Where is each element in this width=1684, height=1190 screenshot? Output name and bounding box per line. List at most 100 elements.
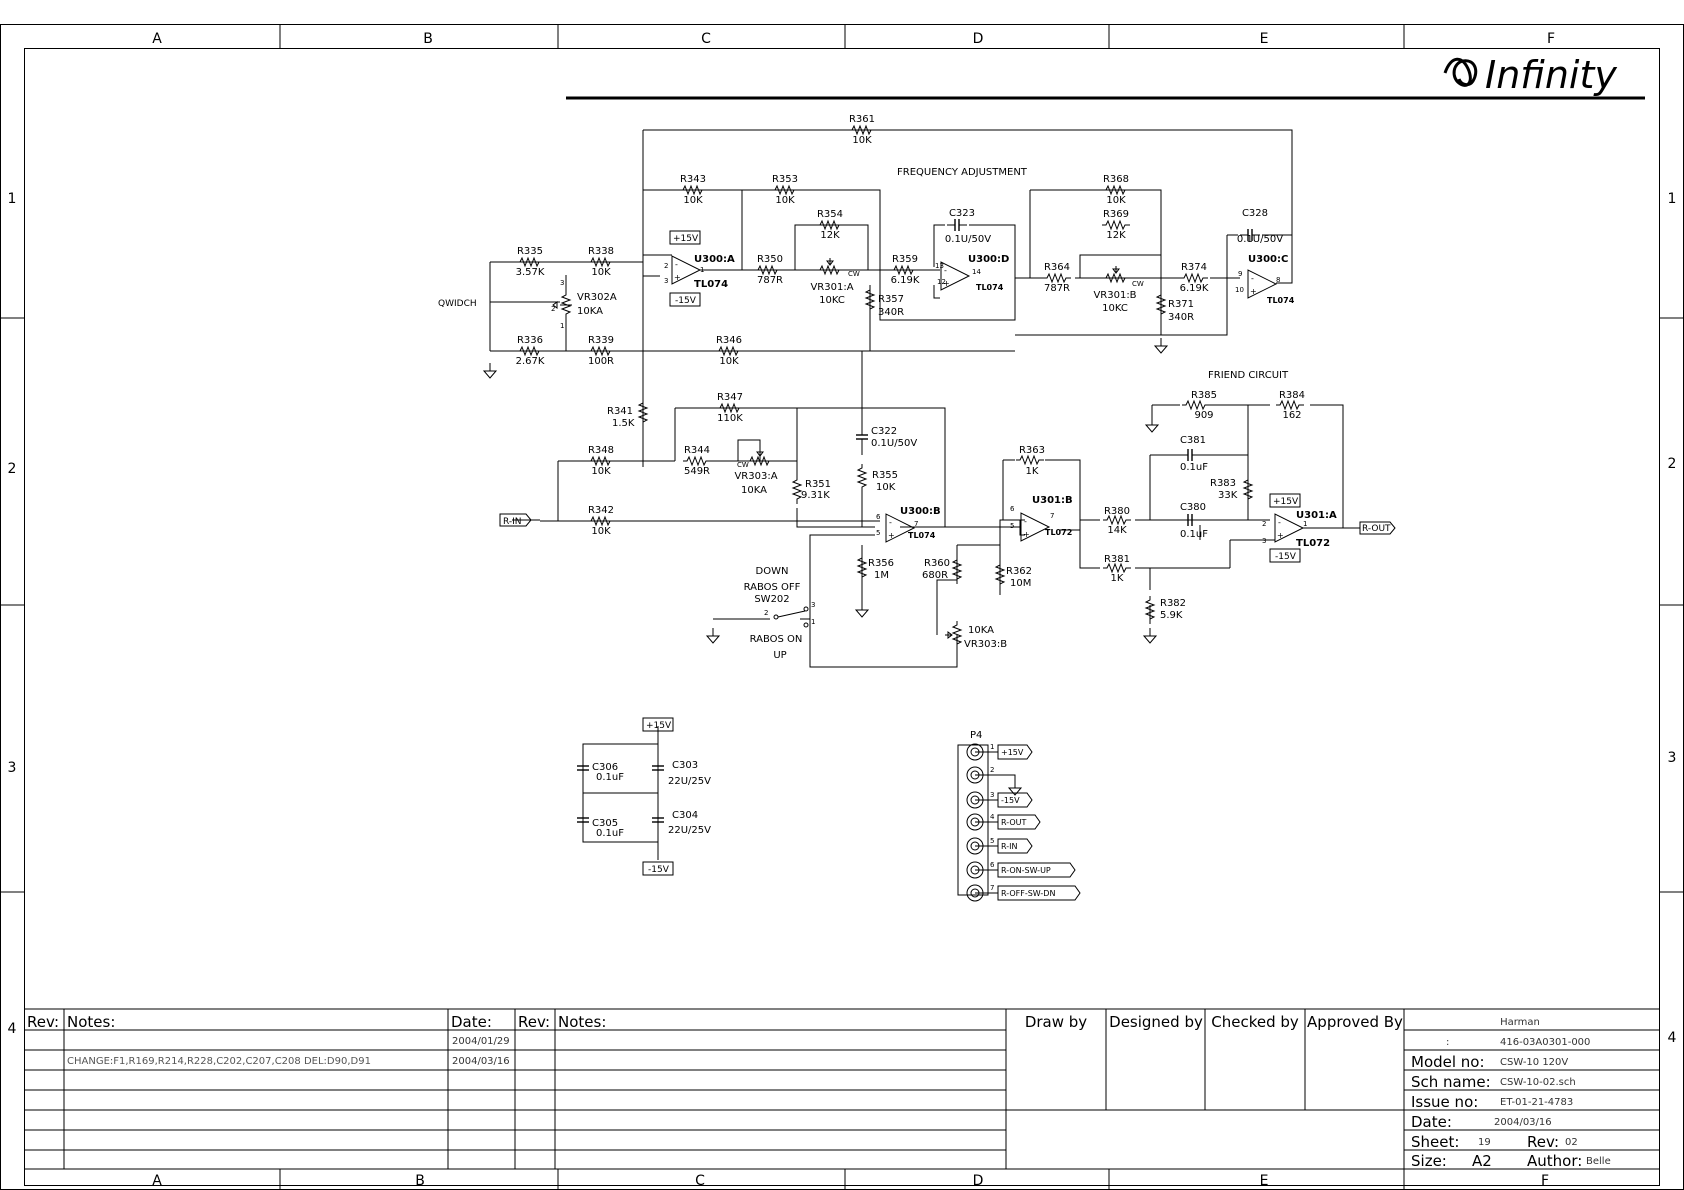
sign-header: Designed by xyxy=(1109,1013,1203,1031)
title-block-text: Rev: Notes: Date: Rev: Notes: Draw by De… xyxy=(27,1013,1611,1170)
svg-text:R380: R380 xyxy=(1104,506,1130,517)
svg-text:10KA: 10KA xyxy=(577,306,603,317)
resistor-r348 xyxy=(586,456,616,466)
sch-label: Sch name: xyxy=(1411,1073,1491,1091)
row-label: 4 xyxy=(8,1021,17,1037)
freq-adjust-title: FREQUENCY ADJUSTMENT xyxy=(897,167,1028,178)
svg-text:340R: 340R xyxy=(1168,312,1194,323)
resistor-r384 xyxy=(1275,400,1305,410)
svg-text:10K: 10K xyxy=(1106,195,1126,206)
potentiometer-vr301a xyxy=(815,265,845,275)
svg-text:10K: 10K xyxy=(683,195,703,206)
issue-label: Issue no: xyxy=(1411,1093,1478,1111)
resistor-r353 xyxy=(770,185,800,195)
resistor-r344 xyxy=(682,456,712,466)
svg-text:R348: R348 xyxy=(588,445,614,456)
svg-text:TL074: TL074 xyxy=(976,283,1004,292)
resistor-r364 xyxy=(1042,273,1072,283)
svg-text:1K: 1K xyxy=(1026,466,1039,477)
author-value: Belle xyxy=(1586,1156,1611,1167)
resistor-r338 xyxy=(586,257,616,267)
svg-text:R371: R371 xyxy=(1168,299,1194,310)
ground-icon xyxy=(1143,627,1157,644)
pin-label: +15V xyxy=(1001,748,1024,757)
svg-text:10K: 10K xyxy=(591,526,611,537)
svg-text:R350: R350 xyxy=(757,254,783,265)
row-label: 1 xyxy=(8,191,17,207)
pin-label: R-OUT xyxy=(1001,818,1026,827)
svg-text:TL072: TL072 xyxy=(1296,538,1330,549)
note-date: 2004/01/29 xyxy=(452,1036,510,1047)
pin-number: 3 xyxy=(811,601,815,609)
svg-text:10K: 10K xyxy=(719,356,739,367)
svg-text:C306: C306 xyxy=(592,762,618,773)
svg-text:1: 1 xyxy=(1303,520,1307,528)
row-label: 4 xyxy=(1668,1030,1677,1046)
svg-text:C381: C381 xyxy=(1180,435,1206,446)
note-date: 2004/03/16 xyxy=(452,1056,510,1067)
rail-neg-label: -15V xyxy=(1275,552,1297,562)
svg-text:R344: R344 xyxy=(684,445,710,456)
svg-text:549R: 549R xyxy=(684,466,710,477)
svg-text:1: 1 xyxy=(560,322,564,330)
svg-text:0.1U/50V: 0.1U/50V xyxy=(1237,234,1283,245)
svg-text:R361: R361 xyxy=(849,114,875,125)
svg-text:680R: 680R xyxy=(922,570,948,581)
opamp-u300c xyxy=(1247,269,1277,299)
svg-text:3: 3 xyxy=(1262,537,1266,545)
col-label: F xyxy=(1547,31,1555,47)
svg-text:2: 2 xyxy=(1262,520,1266,528)
pin-label: R-IN xyxy=(1001,842,1017,851)
switch-down: DOWN xyxy=(756,566,789,577)
svg-text:14K: 14K xyxy=(1107,525,1127,536)
switch-sw202: DOWN RABOS OFF SW202 RABOS ON UP 2 3 1 xyxy=(744,566,816,661)
switch-rabos-on: RABOS ON xyxy=(750,634,803,645)
rail-boxes xyxy=(642,230,1301,876)
svg-text:33K: 33K xyxy=(1218,490,1238,501)
resistor-r382 xyxy=(1145,595,1155,625)
resistor-r371 xyxy=(1156,290,1166,320)
date-value: 2004/03/16 xyxy=(1494,1117,1552,1128)
pin-number: 1 xyxy=(990,743,994,751)
ground-icon xyxy=(1145,416,1159,433)
svg-text:U300:A: U300:A xyxy=(694,254,735,265)
rail-neg-label: -15V xyxy=(648,865,670,875)
svg-text:TL074: TL074 xyxy=(1267,296,1295,305)
svg-text:R356: R356 xyxy=(868,558,894,569)
rev-header: Rev: xyxy=(27,1013,59,1031)
net-flags xyxy=(499,513,1396,901)
part-colon: : xyxy=(1446,1037,1449,1048)
resistor-r359 xyxy=(889,265,919,275)
svg-text:R369: R369 xyxy=(1103,209,1129,220)
potentiometer-vr301b xyxy=(1101,273,1131,283)
svg-text:5: 5 xyxy=(876,529,880,537)
svg-text:14: 14 xyxy=(972,268,981,276)
drawing-frame xyxy=(0,24,1684,1190)
resistor-r357 xyxy=(865,285,875,315)
sch-value: CSW-10-02.sch xyxy=(1500,1077,1576,1088)
svg-text:2.67K: 2.67K xyxy=(516,356,545,367)
svg-text:U300:B: U300:B xyxy=(900,506,941,517)
svg-text:6: 6 xyxy=(1010,505,1015,513)
svg-text:R364: R364 xyxy=(1044,262,1070,273)
resistor-r336 xyxy=(515,346,545,356)
model-label: Model no: xyxy=(1411,1053,1485,1071)
connector-p4: P4 +15V -15V R-OUT R-IN R-ON-SW-UP R-OFF… xyxy=(966,730,1055,902)
size-label: Size: xyxy=(1411,1152,1447,1170)
ground-icon xyxy=(1154,337,1168,354)
notes-header: Notes: xyxy=(67,1013,115,1031)
net-qwidch: QWIDCH xyxy=(438,299,477,309)
svg-text:6: 6 xyxy=(876,513,881,521)
infinity-swirl-icon xyxy=(1443,57,1478,87)
company: Harman xyxy=(1500,1017,1540,1028)
svg-text:TL072: TL072 xyxy=(1045,528,1072,537)
capacitor-c323 xyxy=(946,218,968,232)
svg-text:CW: CW xyxy=(737,461,749,469)
model-value: CSW-10 120V xyxy=(1500,1057,1568,1068)
resistor-r335 xyxy=(515,257,545,267)
svg-text:R339: R339 xyxy=(588,335,614,346)
connector-name: P4 xyxy=(970,730,982,741)
svg-text:R385: R385 xyxy=(1191,390,1217,401)
date-header: Date: xyxy=(451,1013,492,1031)
